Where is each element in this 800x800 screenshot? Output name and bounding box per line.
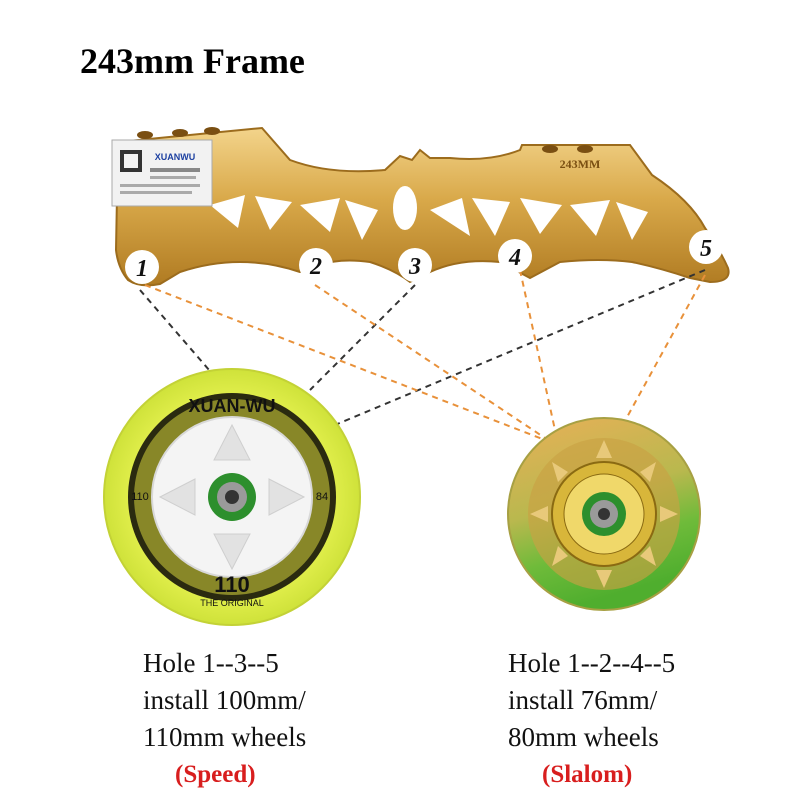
hole-markers: 1 2 3 4 5: [125, 230, 723, 284]
speed-wheels-text: 110mm wheels: [143, 722, 307, 752]
page-title: 243mm Frame: [80, 41, 305, 81]
svg-text:4: 4: [508, 245, 521, 271]
hole-2: 2: [299, 248, 333, 282]
top-holes: [137, 127, 593, 153]
speed-wheel-spokes: [158, 423, 306, 571]
speed-wheel-size-left: 110: [131, 491, 149, 503]
speed-install-text: install 100mm/: [143, 685, 306, 715]
slalom-mode-label: (Slalom): [542, 761, 633, 788]
frame-cutouts: [210, 186, 648, 240]
speed-wheel: XUAN-WU 110 THE ORIGINAL 110 84: [103, 368, 361, 626]
svg-text:3: 3: [408, 254, 421, 280]
svg-text:5: 5: [700, 236, 712, 262]
speed-mode-label: (Speed): [175, 761, 256, 788]
skate-frame: XUANWU 243MM: [111, 126, 730, 287]
frame-size-engraving: 243MM: [560, 157, 601, 171]
svg-text:2: 2: [309, 254, 322, 280]
svg-text:1: 1: [136, 256, 148, 282]
hole-3: 3: [398, 248, 432, 282]
slalom-holes-text: Hole 1--2--4--5: [508, 648, 676, 678]
slalom-wheel-teeth: [530, 440, 678, 588]
slalom-caption: Hole 1--2--4--5 install 76mm/ 80mm wheel…: [508, 645, 675, 793]
slalom-install-text: install 76mm/: [508, 685, 658, 715]
slalom-wheel: [507, 417, 701, 611]
speed-lines: [139, 269, 706, 426]
speed-wheel-sub: THE ORIGINAL: [200, 598, 264, 608]
speed-wheel-logo: 110: [214, 572, 250, 597]
frame-body: [114, 126, 730, 287]
hole-5: 5: [689, 230, 723, 264]
speed-holes-text: Hole 1--3--5: [143, 648, 279, 678]
sticker-brand: XUANWU: [155, 152, 196, 162]
frame-sticker: XUANWU: [111, 139, 213, 207]
hole-4: 4: [498, 239, 532, 273]
speed-caption: Hole 1--3--5 install 100mm/ 110mm wheels…: [143, 645, 306, 793]
hole-1: 1: [125, 250, 159, 284]
speed-wheel-size-right: 84: [316, 491, 328, 503]
speed-wheel-brand: XUAN-WU: [189, 396, 276, 416]
slalom-wheels-text: 80mm wheels: [508, 722, 659, 752]
slalom-lines: [144, 269, 706, 441]
